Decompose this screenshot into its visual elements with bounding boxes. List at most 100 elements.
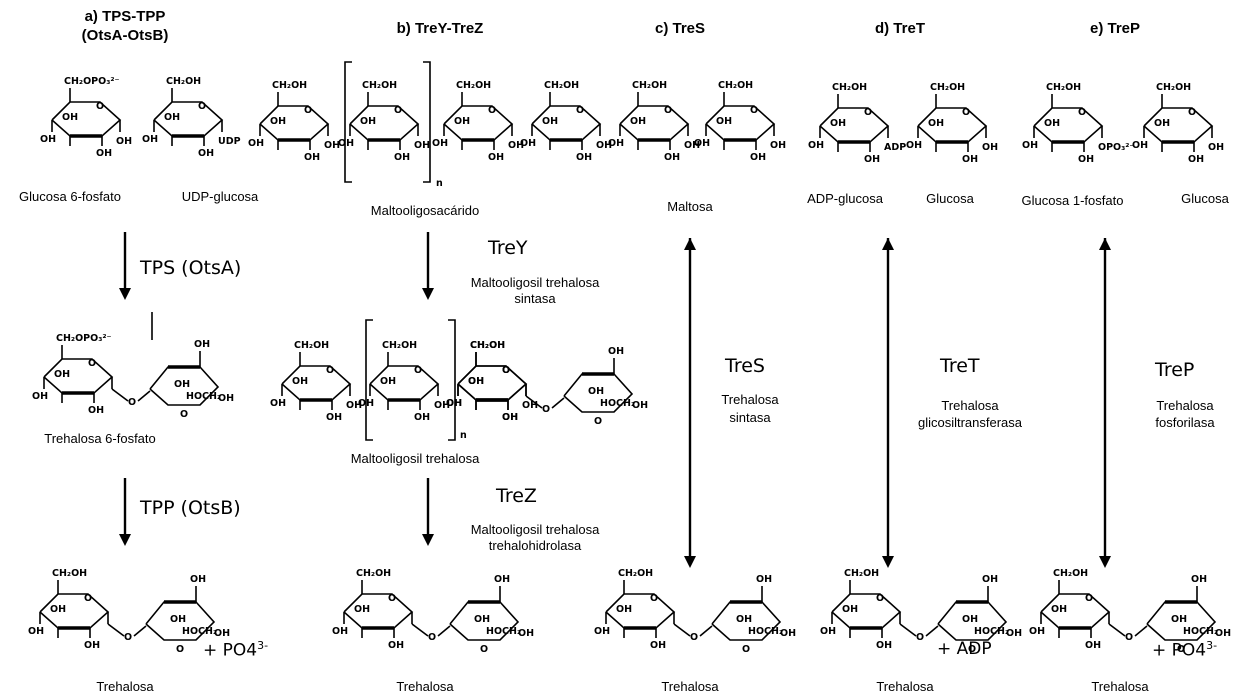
hydroxyl-label: OH <box>96 148 112 159</box>
panel-a-substrate-1-label: Glucosa 6-fosfato <box>19 189 121 204</box>
ring-top-substituent-label: CH₂OH <box>832 82 867 93</box>
ring-top-substituent-label: CH₂OH <box>470 340 505 351</box>
panel-e-title: e) TreP <box>1089 20 1141 37</box>
panel-e-substrate-2-label: Glucosa <box>1181 191 1229 206</box>
panel-e-byproduct-charge: 3- <box>1206 639 1218 652</box>
hydroxyl-label: OH <box>174 379 190 390</box>
hydroxyl-label: OH <box>982 142 998 153</box>
ring-top-substituent-label: CH₂OH <box>362 80 397 91</box>
panel-e-byproduct-text: + PO4 <box>1152 640 1207 661</box>
hydroxyl-label: OH <box>50 604 66 615</box>
panel-e-enzyme-name-line2: fosforilasa <box>1155 415 1215 430</box>
hydroxyl-label: OH <box>842 604 858 615</box>
glycosidic-bond: O <box>107 623 147 643</box>
panel-a-title-line1: a) TPS-TPP <box>84 8 166 25</box>
glycosidic-oxygen-label: O <box>916 632 924 643</box>
hydroxyl-label: OH <box>518 628 534 639</box>
ring-top-substituent-label: CH₂OH <box>470 340 505 351</box>
ring-oxygen-label: O <box>864 107 872 118</box>
ring-top-substituent-label: CH₂OH <box>294 340 329 351</box>
panel-d-arrow <box>882 238 894 568</box>
hydroxyl-label: OH <box>388 640 404 651</box>
hydroxyl-label: OH <box>608 346 624 357</box>
ring-oxygen-label: O <box>1188 107 1196 118</box>
hydroxyl-label: OH <box>906 140 922 151</box>
hydroxyl-label: OH <box>750 152 766 163</box>
panel-d-enzyme-name-line2: glicosiltransferasa <box>917 415 1023 430</box>
glycosidic-oxygen-label: O <box>690 632 698 643</box>
panel-d-enzyme-label: TreT <box>940 355 980 377</box>
panel-a-enzyme-2-label: TPP (OtsB) <box>140 497 241 519</box>
panel-b-product-label: Trehalosa <box>396 679 454 694</box>
hydroxyl-label: OH <box>332 626 348 637</box>
ring-top-substituent-label: CH₂OH <box>382 340 417 351</box>
hydroxyl-label: OH <box>380 376 396 387</box>
panel-b-enzyme-2-label: TreZ <box>496 485 537 507</box>
ring-oxygen-label: O <box>304 105 312 116</box>
panel-c-enzyme-name-line2: sintasa <box>729 410 771 425</box>
hydroxyl-label: OH <box>446 398 462 409</box>
ring-oxygen-label: O <box>742 644 750 655</box>
hydroxyl-label: OH <box>736 614 752 625</box>
hydroxyl-label: OH <box>432 138 448 149</box>
hydroxyl-label: OH <box>542 116 558 127</box>
ring-top-substituent-label: CH₂OPO₃²⁻ <box>56 333 112 344</box>
hydroxyl-label: OH <box>338 138 354 149</box>
ring-top-substituent-label: CH₂OH <box>272 80 307 91</box>
panel-b-enzyme-1-name-line2: sintasa <box>514 291 556 306</box>
panel-a-enzyme-1-label: TPS (OtsA) <box>140 257 242 279</box>
hydroxyl-label: OH <box>1078 154 1094 165</box>
glycosidic-oxygen-label: O <box>128 397 136 408</box>
panel-e-enzyme-label: TreP <box>1155 359 1195 381</box>
hydroxymethyl-label: HOCH₂ <box>486 626 521 637</box>
hydroxyl-label: OH <box>454 116 470 127</box>
hydroxyl-label: OH <box>1044 118 1060 129</box>
panel-c-substrate-label: Maltosa <box>667 199 713 214</box>
panel-c-enzyme-name-line1: Trehalosa <box>721 392 779 407</box>
hydroxyl-label: OH <box>394 152 410 163</box>
hydroxyl-label: OH <box>522 400 538 411</box>
hydroxyl-label: OH <box>716 116 732 127</box>
ring-top-substituent-label: CH₂OH <box>1053 568 1088 579</box>
hydroxyl-label: OH <box>116 136 132 147</box>
hydroxyl-label: OH <box>488 152 504 163</box>
panel-b-enzyme-1-label: TreY <box>488 237 528 259</box>
hydroxyl-label: OH <box>190 574 206 585</box>
hydroxyl-label: OH <box>346 400 362 411</box>
repeat-bracket-left-2 <box>365 319 373 441</box>
hydroxyl-label: OH <box>962 154 978 165</box>
panel-e-byproduct: + PO43- <box>1152 639 1218 661</box>
hydroxyl-label: OH <box>1029 626 1045 637</box>
hydroxyl-label: OH <box>270 116 286 127</box>
hydroxyl-label: OH <box>630 116 646 127</box>
panel-b-intermediate-label: Maltooligosil trehalosa <box>350 451 480 466</box>
ring-oxygen-label: O <box>502 365 510 376</box>
hydroxyl-label: OH <box>360 116 376 127</box>
hydroxyl-label: OH <box>40 134 56 145</box>
ring-oxygen-label: O <box>388 593 396 604</box>
glycosidic-bond: O <box>899 623 939 643</box>
panel-d-product-label: Trehalosa <box>876 679 934 694</box>
panel-b-arrow-1 <box>422 232 434 300</box>
hydroxyl-label: OH <box>962 614 978 625</box>
ring-oxygen-label: O <box>88 358 96 369</box>
ring-oxygen-label: O <box>394 105 402 116</box>
panel-c-enzyme-label: TreS <box>725 355 765 377</box>
panel-b-substrate-label: Maltooligosacárido <box>370 203 480 218</box>
glycosidic-bond: O <box>111 388 151 408</box>
panel-d-enzyme-name-line1: Trehalosa <box>941 398 999 413</box>
hydroxyl-label: OH <box>170 614 186 625</box>
hydroxyl-label: OH <box>1085 640 1101 651</box>
